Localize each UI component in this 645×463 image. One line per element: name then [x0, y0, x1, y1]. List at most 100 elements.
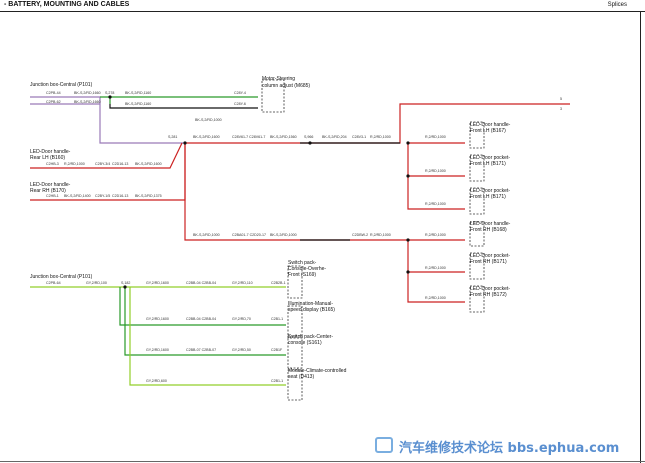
- frame-bottom: [0, 461, 645, 462]
- wire-label: GY,2/RD,600: [146, 379, 167, 383]
- wire-label: C28V3-1: [352, 135, 366, 139]
- wire-red-lh: [30, 142, 183, 169]
- module-led-fr1-2: Front RH (B168): [470, 227, 507, 233]
- wire-label: BK-S,2/RD,1600: [193, 135, 220, 139]
- wire-label: R,2/RD,1000: [425, 266, 446, 270]
- wire-label: C2B2B-1: [271, 281, 286, 285]
- module-mod4-1: Module-Climate-controlled: [288, 368, 347, 374]
- module-led-lh-1: LED-Door handle-: [30, 149, 71, 155]
- wire-label: BK-S,2/RD,1000: [270, 233, 297, 237]
- module-mod4-2: seat (D413): [288, 374, 314, 380]
- wire-violet-main: [30, 96, 185, 144]
- wire-label: C2D16-13: [112, 194, 128, 198]
- module-led-fl2-1: LED-Door pocket-: [470, 155, 510, 161]
- wire-lime-4: [129, 287, 286, 386]
- wire-fr-3: [407, 272, 465, 303]
- wire-label: R,2/RD,1000: [425, 233, 446, 237]
- wire-label: C2B1-1: [271, 317, 283, 321]
- wire-label: 3: [560, 107, 562, 111]
- wire-label: GY,2/RD,1600: [146, 281, 169, 285]
- page-title: - BATTERY, MOUNTING AND CABLES: [4, 1, 130, 8]
- module-led-rh-1: LED-Door handle-: [30, 182, 71, 188]
- wire-label: BK-S,2/RD,1160: [125, 102, 151, 106]
- wire-label: R,2/RD,1000: [425, 169, 446, 173]
- module-led-fl2-2: Front LH (B171): [470, 161, 506, 167]
- wire-red-bus: [185, 103, 570, 144]
- module-led-fl3-1: LED-Door pocket-: [470, 188, 510, 194]
- module-sw3-1: Switch pack-Center-: [288, 334, 333, 340]
- module-led-fr2-1: LED-Door pocket-: [470, 253, 510, 259]
- module-led-fr3-2: Front RH (B172): [470, 292, 507, 298]
- wire-label: C2DBW-2: [352, 233, 368, 237]
- wire-fl-3: [407, 176, 465, 210]
- module-led-fr1-1: LED-Door handle-: [470, 221, 511, 227]
- wire-label: GY,2/RD,70: [232, 317, 251, 321]
- wire-label: C2B1-1: [271, 379, 283, 383]
- wire-label: BK-S,2/RD,1560: [270, 135, 297, 139]
- wire-label: BK-S,2/RD,1660: [74, 100, 101, 104]
- module-jb-top: Junction box-Central (P101): [30, 82, 93, 88]
- module-led-fl1-2: Front LH (B167): [470, 128, 506, 134]
- watermark: 汽车维修技术论坛 bbs.ephua.com: [375, 437, 637, 459]
- wire-label: 5: [560, 97, 562, 101]
- wire-label: BK-S,2/RD,1375: [135, 194, 162, 198]
- wire-label: BK-S,2/RD,1600: [135, 162, 162, 166]
- module-led-fr3-1: LED-Door pocket-: [470, 286, 510, 292]
- wire-label: C2BY-1/5: [95, 194, 110, 198]
- wire-label: C2D16-13: [112, 162, 128, 166]
- frame-right: [640, 11, 641, 463]
- wire-label: S,966: [304, 135, 313, 139]
- wire-label: BK-S,2/RD,1160: [125, 91, 151, 95]
- wire-label: BK-S,2/RD,1000: [195, 118, 222, 122]
- wire-label: BK-S,2/RD,1000: [193, 233, 220, 237]
- wire-label: C28V61-7 C28V61-7: [232, 135, 265, 139]
- wire-label: R,2/RD,1000: [425, 202, 446, 206]
- forum-logo-icon: [375, 437, 393, 453]
- wire-label: S,182: [121, 281, 130, 285]
- wire-label: C2HB-3: [46, 162, 59, 166]
- module-led-fr2-2: Front RH (B171): [470, 259, 507, 265]
- wire-black-top: [109, 104, 258, 109]
- wire-label: C2PB-44: [46, 91, 61, 95]
- wire-label: C2PB-62: [46, 100, 61, 104]
- wire-label: C2HB-1: [46, 194, 59, 198]
- wire-label: BK-S,2/RD,204: [322, 135, 347, 139]
- wire-green-3: [124, 287, 286, 356]
- header-divider: [0, 11, 645, 12]
- wire-label: C2PB-64: [46, 281, 61, 285]
- wire-label: C28Y-4: [234, 91, 246, 95]
- wire-label: BK-S,2/RD,1660: [74, 91, 101, 95]
- module-led-rh-2: Rear RH (B170): [30, 188, 66, 194]
- wire-label: C2BY-3/4: [95, 162, 110, 166]
- watermark-text: 汽车维修技术论坛 bbs.ephua.com: [399, 441, 620, 456]
- wire-label: C2B1F: [271, 348, 283, 352]
- module-sw2-1: Illumination-Manual-: [288, 301, 333, 307]
- module-sw2-2: speed display (B165): [288, 307, 335, 313]
- wire-label: R,2/RD,1000: [425, 296, 446, 300]
- module-sw1-3: Front (S169): [288, 272, 316, 278]
- module-motor-steer-1: Motor-Steering: [262, 76, 295, 82]
- wire-label: R,2/RD,1000: [64, 162, 85, 166]
- wire-label: S,281: [168, 135, 177, 139]
- wire-label: GY,2/RD,1600: [146, 348, 169, 352]
- module-sw3-2: console (S161): [288, 340, 322, 346]
- module-led-fl1-1: LED-Door handle-: [470, 122, 511, 128]
- wire-label: R,2/RD,1000: [425, 135, 446, 139]
- wire-label: R,2/RD,1000: [370, 233, 391, 237]
- wire-label: GY,2/RD,100: [86, 281, 107, 285]
- wire-red-lower: [184, 143, 408, 241]
- wire-label: C2BB-04 C2BB-04: [186, 281, 216, 285]
- module-sw1-2: Console-Overhe-: [288, 266, 326, 272]
- wire-label: C2BA01-7 C2D20-17: [232, 233, 266, 237]
- wire-label: S,278: [105, 91, 114, 95]
- section-label: Splices: [607, 2, 627, 8]
- wire-green-2: [119, 287, 286, 326]
- wire-label: R,2/RD,1000: [370, 135, 391, 139]
- wire-label: GY,2/RD,50: [232, 348, 251, 352]
- module-jb-bot: Junction box-Central (P101): [30, 274, 93, 280]
- wire-label: C2BB-07 C2BB-07: [186, 348, 216, 352]
- module-sw1-1: Switch pack-: [288, 260, 317, 266]
- module-motor-steer-2: column adjust (M685): [262, 83, 310, 89]
- wire-label: GY,2/RD,1600: [146, 317, 169, 321]
